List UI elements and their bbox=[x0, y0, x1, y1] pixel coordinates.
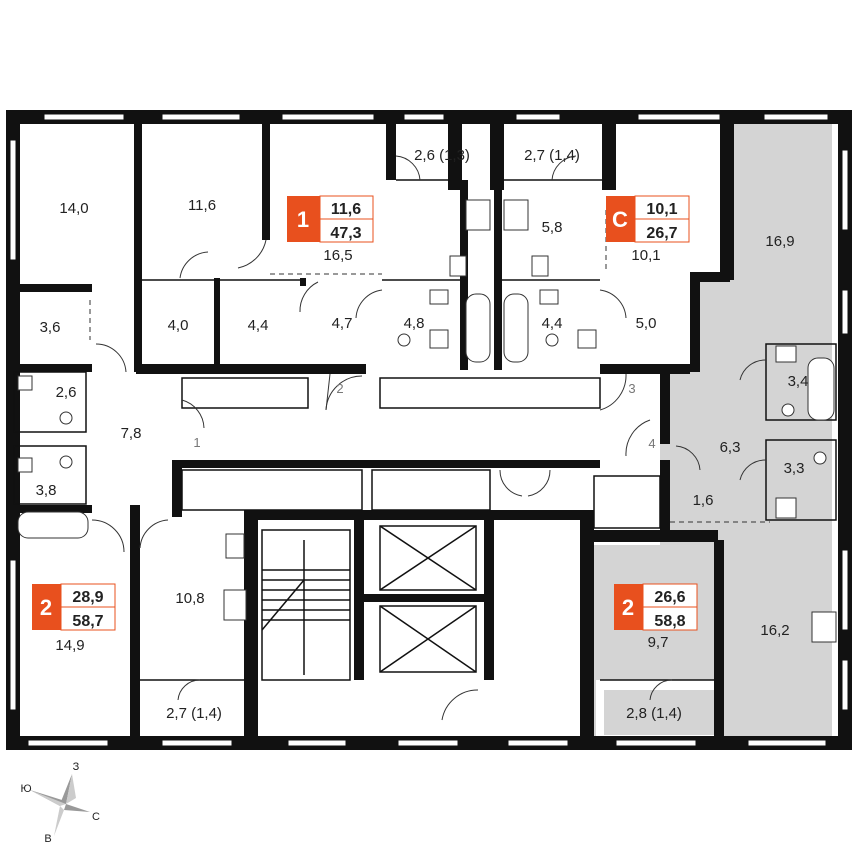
fixtures bbox=[17, 199, 837, 643]
room-area-label: 14,9 bbox=[55, 637, 84, 654]
room-area-label: 11,6 bbox=[188, 197, 216, 214]
apartment-rooms: С bbox=[612, 207, 628, 232]
apartment-total-area: 58,7 bbox=[72, 613, 103, 630]
apartment-rooms: 2 bbox=[622, 595, 634, 620]
apartment-living-area: 10,1 bbox=[646, 201, 677, 218]
interior-walls bbox=[12, 110, 734, 745]
apartment-badge: 2 28,9 58,7 bbox=[32, 583, 116, 631]
room-area-label: 4,0 bbox=[168, 317, 189, 334]
apartment-badge: 2 26,6 58,8 bbox=[614, 583, 698, 631]
room-area-label: 5,8 bbox=[542, 219, 563, 236]
room-area-label: 4,4 bbox=[542, 315, 563, 332]
room-area-label: 2,6 bbox=[56, 384, 77, 401]
room-area-label: 16,5 bbox=[323, 247, 352, 264]
compass-label-top: З bbox=[73, 761, 80, 773]
door-numbers: 1 2 3 4 bbox=[193, 381, 655, 451]
room-area-label: 7,8 bbox=[121, 425, 142, 442]
room-area-label: 3,3 bbox=[784, 460, 805, 477]
room-area-label: 1,6 bbox=[693, 492, 714, 509]
room-area-label: 16,2 bbox=[760, 622, 789, 639]
room-area-label: 4,8 bbox=[404, 315, 425, 332]
apartment-total-area: 47,3 bbox=[330, 225, 361, 242]
apartment-rooms: 1 bbox=[297, 207, 309, 232]
room-area-label: 3,4 bbox=[788, 373, 809, 390]
apartment-total-area: 26,7 bbox=[646, 225, 677, 242]
door-number: 4 bbox=[648, 436, 655, 451]
room-area-label: 2,8 (1,4) bbox=[626, 705, 682, 722]
staircase bbox=[261, 529, 351, 681]
apartment-living-area: 26,6 bbox=[654, 589, 685, 606]
outer-walls bbox=[6, 110, 852, 750]
room-area-label: 3,6 bbox=[40, 319, 61, 336]
room-area-label: 5,0 bbox=[636, 315, 657, 332]
compass: З Ю С В bbox=[20, 761, 100, 845]
apartment-living-area: 11,6 bbox=[331, 201, 361, 218]
room-labels: 14,0 11,6 16,5 2,6 (1,3) 2,7 (1,4) 5,8 1… bbox=[36, 147, 809, 722]
apartment-badge: 1 11,6 47,3 bbox=[287, 195, 374, 243]
compass-label-bottom: В bbox=[44, 833, 51, 845]
room-area-label: 10,8 bbox=[175, 590, 204, 607]
compass-icon bbox=[60, 774, 72, 804]
door-number: 2 bbox=[336, 381, 343, 396]
apartment-total-area: 58,8 bbox=[654, 613, 685, 630]
room-area-label: 10,1 bbox=[631, 247, 660, 264]
apartment-badge: С 10,1 26,7 bbox=[606, 195, 690, 243]
highlighted-apartment bbox=[592, 122, 832, 740]
room-area-label: 6,3 bbox=[720, 439, 741, 456]
room-area-label: 3,8 bbox=[36, 482, 57, 499]
room-area-label: 14,0 bbox=[59, 200, 88, 217]
apartment-living-area: 28,9 bbox=[72, 589, 103, 606]
compass-label-left: Ю bbox=[20, 783, 31, 795]
apartment-rooms: 2 bbox=[40, 595, 52, 620]
room-area-label: 2,6 (1,3) bbox=[414, 147, 470, 164]
room-area-label: 9,7 bbox=[648, 634, 669, 651]
room-area-label: 4,4 bbox=[248, 317, 269, 334]
room-area-label: 2,7 (1,4) bbox=[524, 147, 580, 164]
room-area-label: 16,9 bbox=[765, 233, 794, 250]
doors bbox=[91, 155, 767, 721]
door-number: 3 bbox=[628, 381, 635, 396]
compass-label-right: С bbox=[92, 811, 100, 823]
room-area-label: 2,7 (1,4) bbox=[166, 705, 222, 722]
room-area-label: 4,7 bbox=[332, 315, 353, 332]
door-number: 1 bbox=[193, 435, 200, 450]
